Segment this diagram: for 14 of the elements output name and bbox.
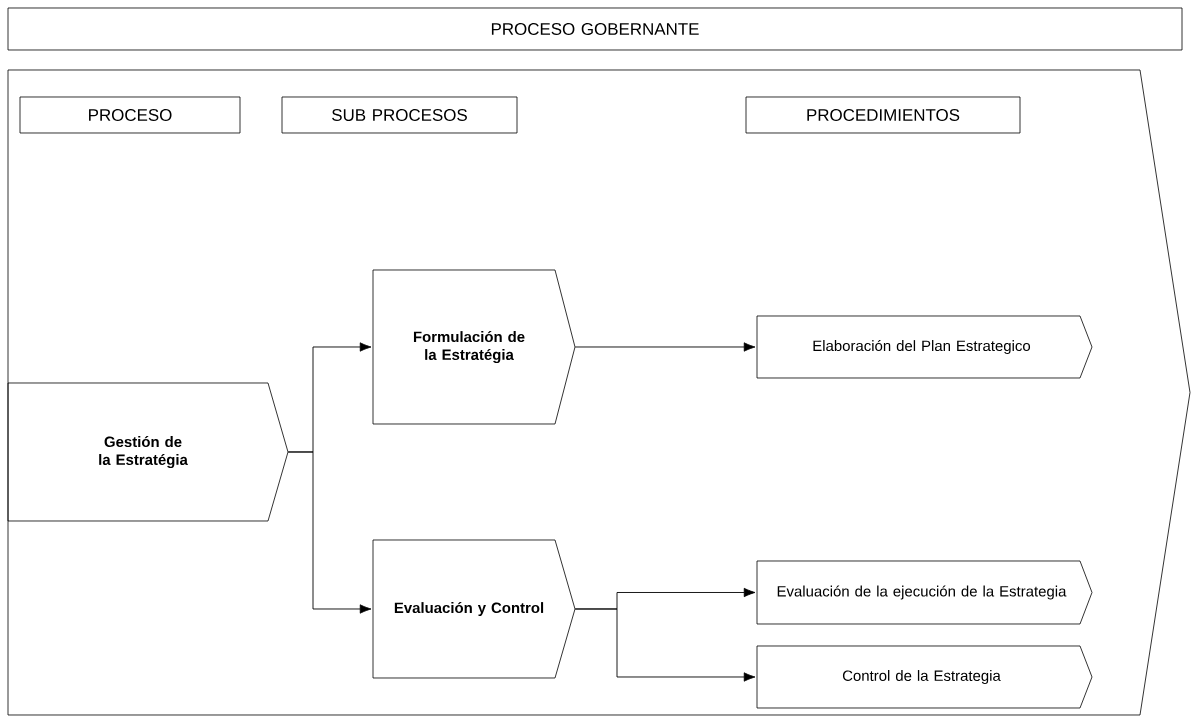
title-box: PROCESO GOBERNANTE: [7, 7, 1183, 51]
header-box: SUB PROCESOS: [281, 96, 518, 134]
procedure-box: Elaboración del Plan Estrategico: [756, 315, 1093, 379]
process-box: Gestión de la Estratégia: [7, 382, 289, 522]
arrow: [574, 342, 756, 352]
procedure-box: Evaluación de la ejecución de la Estrategia: [756, 560, 1093, 625]
procedure-box: Control de la Estrategia: [756, 645, 1093, 709]
arrow: [287, 451, 372, 614]
process-chevron: [7, 69, 1191, 716]
subprocess-box: Evaluación y Control: [372, 539, 576, 679]
arrow: [574, 608, 756, 682]
subprocess-box: Formulación de la Estratégia: [372, 269, 576, 425]
header-box: PROCESO: [19, 96, 241, 134]
header-box: PROCEDIMIENTOS: [745, 96, 1021, 134]
